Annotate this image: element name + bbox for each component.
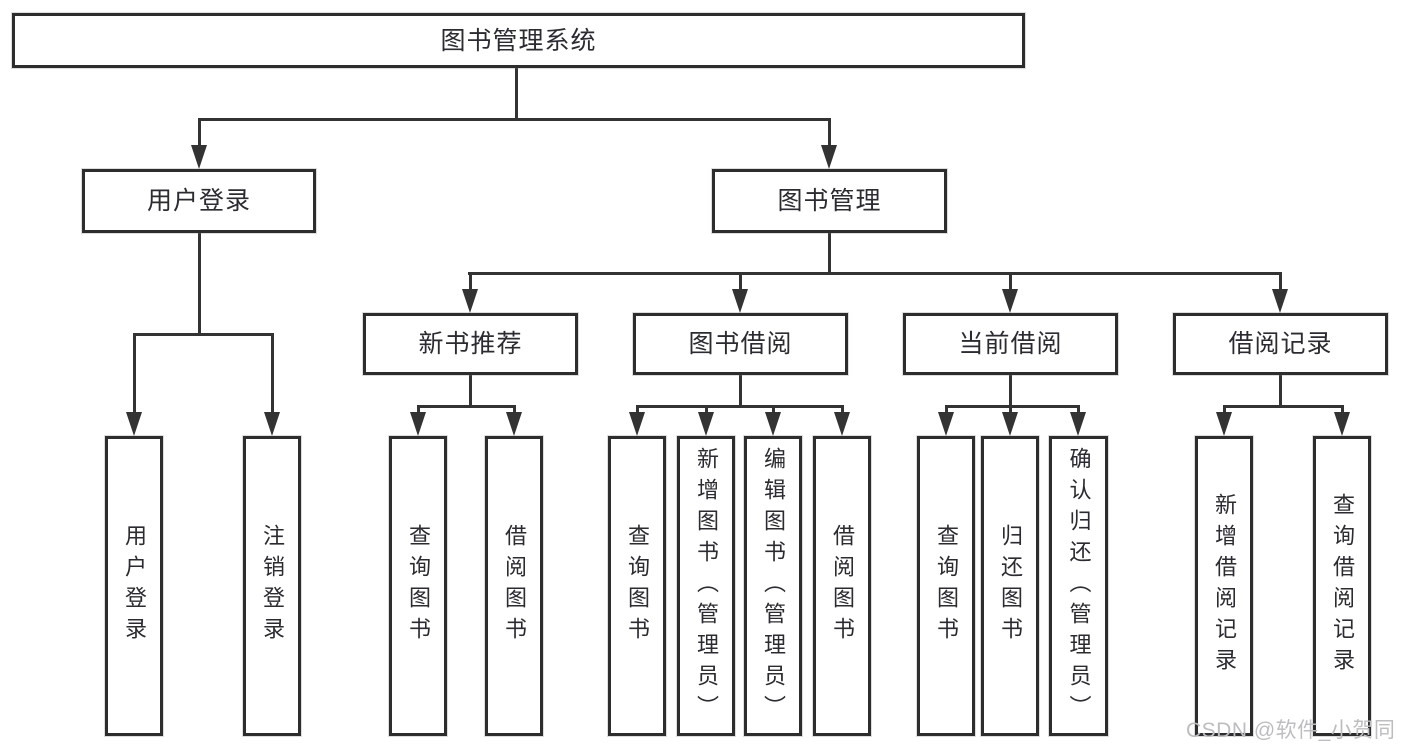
arrow-down-icon [1334,412,1350,436]
connector-borrow-records-hline [1223,405,1344,408]
connector-drop-borrow-records [1279,272,1282,292]
connector-book-borrow-stub [739,375,742,405]
node-borrow-records: 借阅记录 [1173,313,1388,375]
arrow-down-icon [264,412,280,436]
leaf-confirm-return-admin: 确认归还（管理员） [1049,436,1108,736]
connector-drop [841,405,844,417]
connector-book-borrow-hline [636,405,844,408]
connector-book-management-hline [468,272,1281,275]
csdn-watermark: CSDN @软件_小贺同学 [1186,719,1396,742]
connector-drop-book-management [828,118,831,152]
connector-current-borrow-stub [1009,375,1012,405]
connector-drop [772,405,775,417]
connector-current-borrow-hline [945,405,1080,408]
connector-borrow-records-stub [1279,375,1282,405]
connector-drop [705,405,708,417]
connector-drop-current-borrow [1009,272,1012,292]
leaf-borrow-book-1: 借阅图书 [485,436,543,736]
leaf-return-book: 归还图书 [981,436,1039,736]
connector-drop [417,405,420,417]
connector-new-book-hline [417,405,516,408]
node-new-book-recommend: 新书推荐 [363,313,578,375]
leaf-query-book-3: 查询图书 [917,436,975,736]
node-book-borrow: 图书借阅 [633,313,848,375]
leaf-borrow-book-2: 借阅图书 [813,436,871,736]
connector-drop-leaf-user-login [133,333,136,415]
arrow-down-icon [126,412,142,436]
connector-drop-leaf-logout [271,333,274,415]
connector-drop [1077,405,1080,417]
connector-book-management-stub [828,233,831,272]
arrow-down-icon [698,412,714,436]
leaf-edit-book-admin: 编辑图书（管理员） [744,436,802,736]
arrow-down-icon [821,145,837,169]
arrow-down-icon [732,289,748,313]
connector-drop-book-borrow [739,272,742,292]
connector-drop-new-book [469,272,472,292]
connector-drop [945,405,948,417]
arrow-down-icon [765,412,781,436]
connector-new-book-stub [469,375,472,405]
arrow-down-icon [629,412,645,436]
connector-drop [513,405,516,417]
arrow-down-icon [191,145,207,169]
connector-user-login-stub [198,233,201,333]
arrow-down-icon [1002,289,1018,313]
leaf-add-book-admin: 新增图书（管理员） [677,436,735,736]
connector-drop [1009,405,1012,417]
arrow-down-icon [1216,412,1232,436]
connector-drop [1223,405,1226,417]
node-current-borrow: 当前借阅 [903,313,1118,375]
node-user-login: 用户登录 [82,169,316,233]
leaf-logout: 注销登录 [243,436,301,736]
connector-user-login-hline [133,333,274,336]
node-root: 图书管理系统 [12,13,1025,68]
arrow-down-icon [462,289,478,313]
arrow-down-icon [834,412,850,436]
arrow-down-icon [938,412,954,436]
arrow-down-icon [410,412,426,436]
leaf-query-book-1: 查询图书 [389,436,447,736]
connector-drop [1341,405,1344,417]
arrow-down-icon [1070,412,1086,436]
leaf-user-login: 用户登录 [105,436,163,736]
arrow-down-icon [1002,412,1018,436]
connector-drop-user-login [198,118,201,152]
leaf-add-borrow-record: 新增借阅记录 [1195,436,1253,736]
arrow-down-icon [506,412,522,436]
connector-root-stub [515,68,518,118]
connector-root-hline [198,118,831,121]
leaf-query-borrow-record: 查询借阅记录 [1313,436,1371,736]
leaf-query-book-2: 查询图书 [608,436,666,736]
connector-drop [636,405,639,417]
arrow-down-icon [1272,289,1288,313]
node-book-management: 图书管理 [712,169,947,233]
